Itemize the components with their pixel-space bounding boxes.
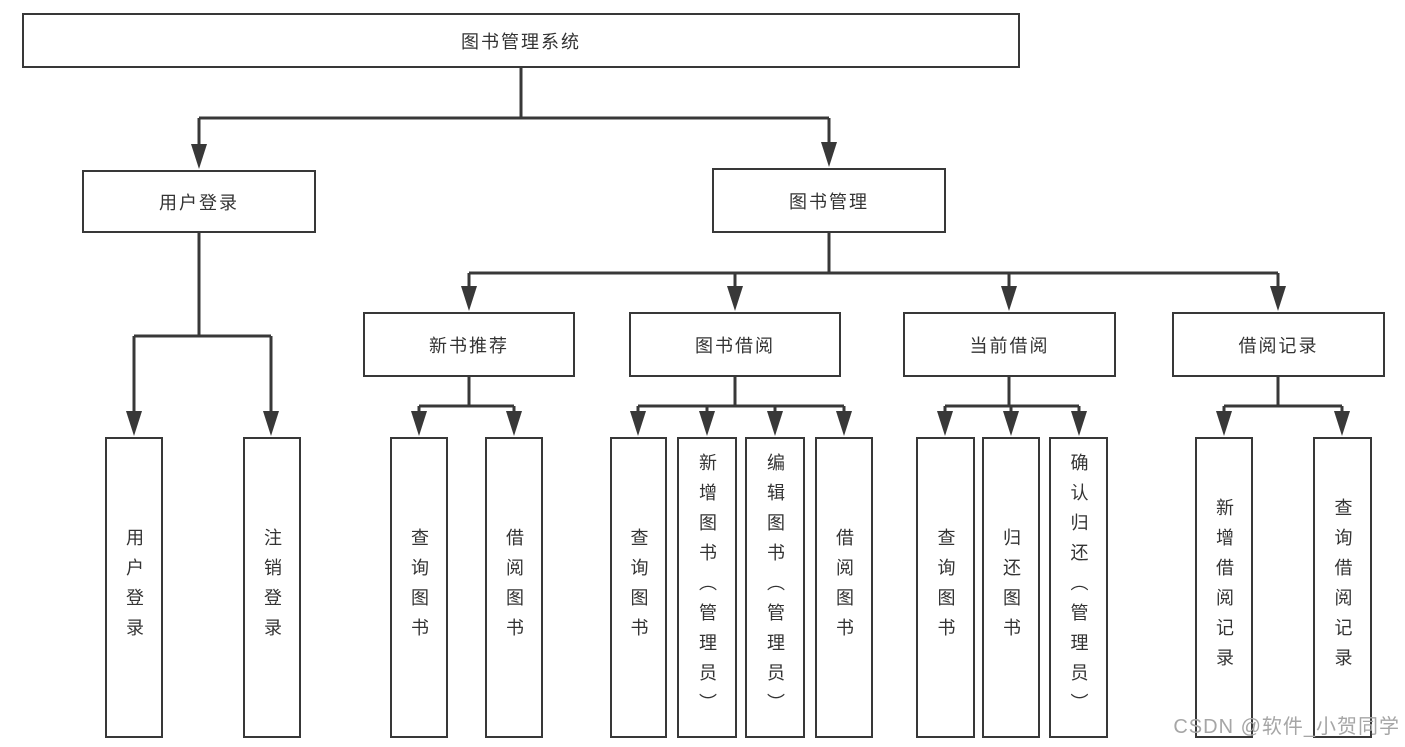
leaf-edit-book-admin: 编辑图书（管理员） bbox=[745, 437, 805, 738]
arrowhead bbox=[937, 411, 953, 436]
arrowhead bbox=[1001, 286, 1017, 311]
node-current-borrowing: 当前借阅 bbox=[903, 312, 1116, 377]
arrowhead bbox=[1003, 411, 1019, 436]
node-user-login: 用户登录 bbox=[82, 170, 316, 233]
node-book-management: 图书管理 bbox=[712, 168, 946, 233]
leaf-user-login: 用户登录 bbox=[105, 437, 163, 738]
leaf-add-book-admin: 新增图书（管理员） bbox=[677, 437, 737, 738]
leaf-add-borrow-record: 新增借阅记录 bbox=[1195, 437, 1253, 738]
node-borrowing-records: 借阅记录 bbox=[1172, 312, 1385, 377]
leaf-return-books: 归还图书 bbox=[982, 437, 1040, 738]
leaf-borrow-books-1: 借阅图书 bbox=[485, 437, 543, 738]
node-root: 图书管理系统 bbox=[22, 13, 1020, 68]
arrowhead bbox=[461, 286, 477, 311]
leaf-confirm-return-admin: 确认归还（管理员） bbox=[1049, 437, 1108, 738]
leaf-query-books-1: 查询图书 bbox=[390, 437, 448, 738]
node-book-borrowing: 图书借阅 bbox=[629, 312, 841, 377]
leaf-logout: 注销登录 bbox=[243, 437, 301, 738]
arrowhead bbox=[1216, 411, 1232, 436]
arrowhead bbox=[727, 286, 743, 311]
arrowhead bbox=[411, 411, 427, 436]
leaf-borrow-books-2: 借阅图书 bbox=[815, 437, 873, 738]
arrowhead bbox=[821, 142, 837, 167]
arrowhead bbox=[263, 411, 279, 436]
arrowhead bbox=[1071, 411, 1087, 436]
arrowhead bbox=[630, 411, 646, 436]
arrowhead bbox=[191, 144, 207, 169]
arrowhead bbox=[126, 411, 142, 436]
watermark: CSDN @软件_小贺同学 bbox=[1173, 716, 1400, 738]
arrowhead bbox=[767, 411, 783, 436]
leaf-query-books-2: 查询图书 bbox=[610, 437, 667, 738]
arrowhead bbox=[1270, 286, 1286, 311]
leaf-query-borrow-record: 查询借阅记录 bbox=[1313, 437, 1372, 738]
arrowhead bbox=[836, 411, 852, 436]
leaf-query-books-3: 查询图书 bbox=[916, 437, 975, 738]
arrowhead bbox=[699, 411, 715, 436]
arrowhead bbox=[1334, 411, 1350, 436]
arrowhead bbox=[506, 411, 522, 436]
node-new-book-recommend: 新书推荐 bbox=[363, 312, 575, 377]
